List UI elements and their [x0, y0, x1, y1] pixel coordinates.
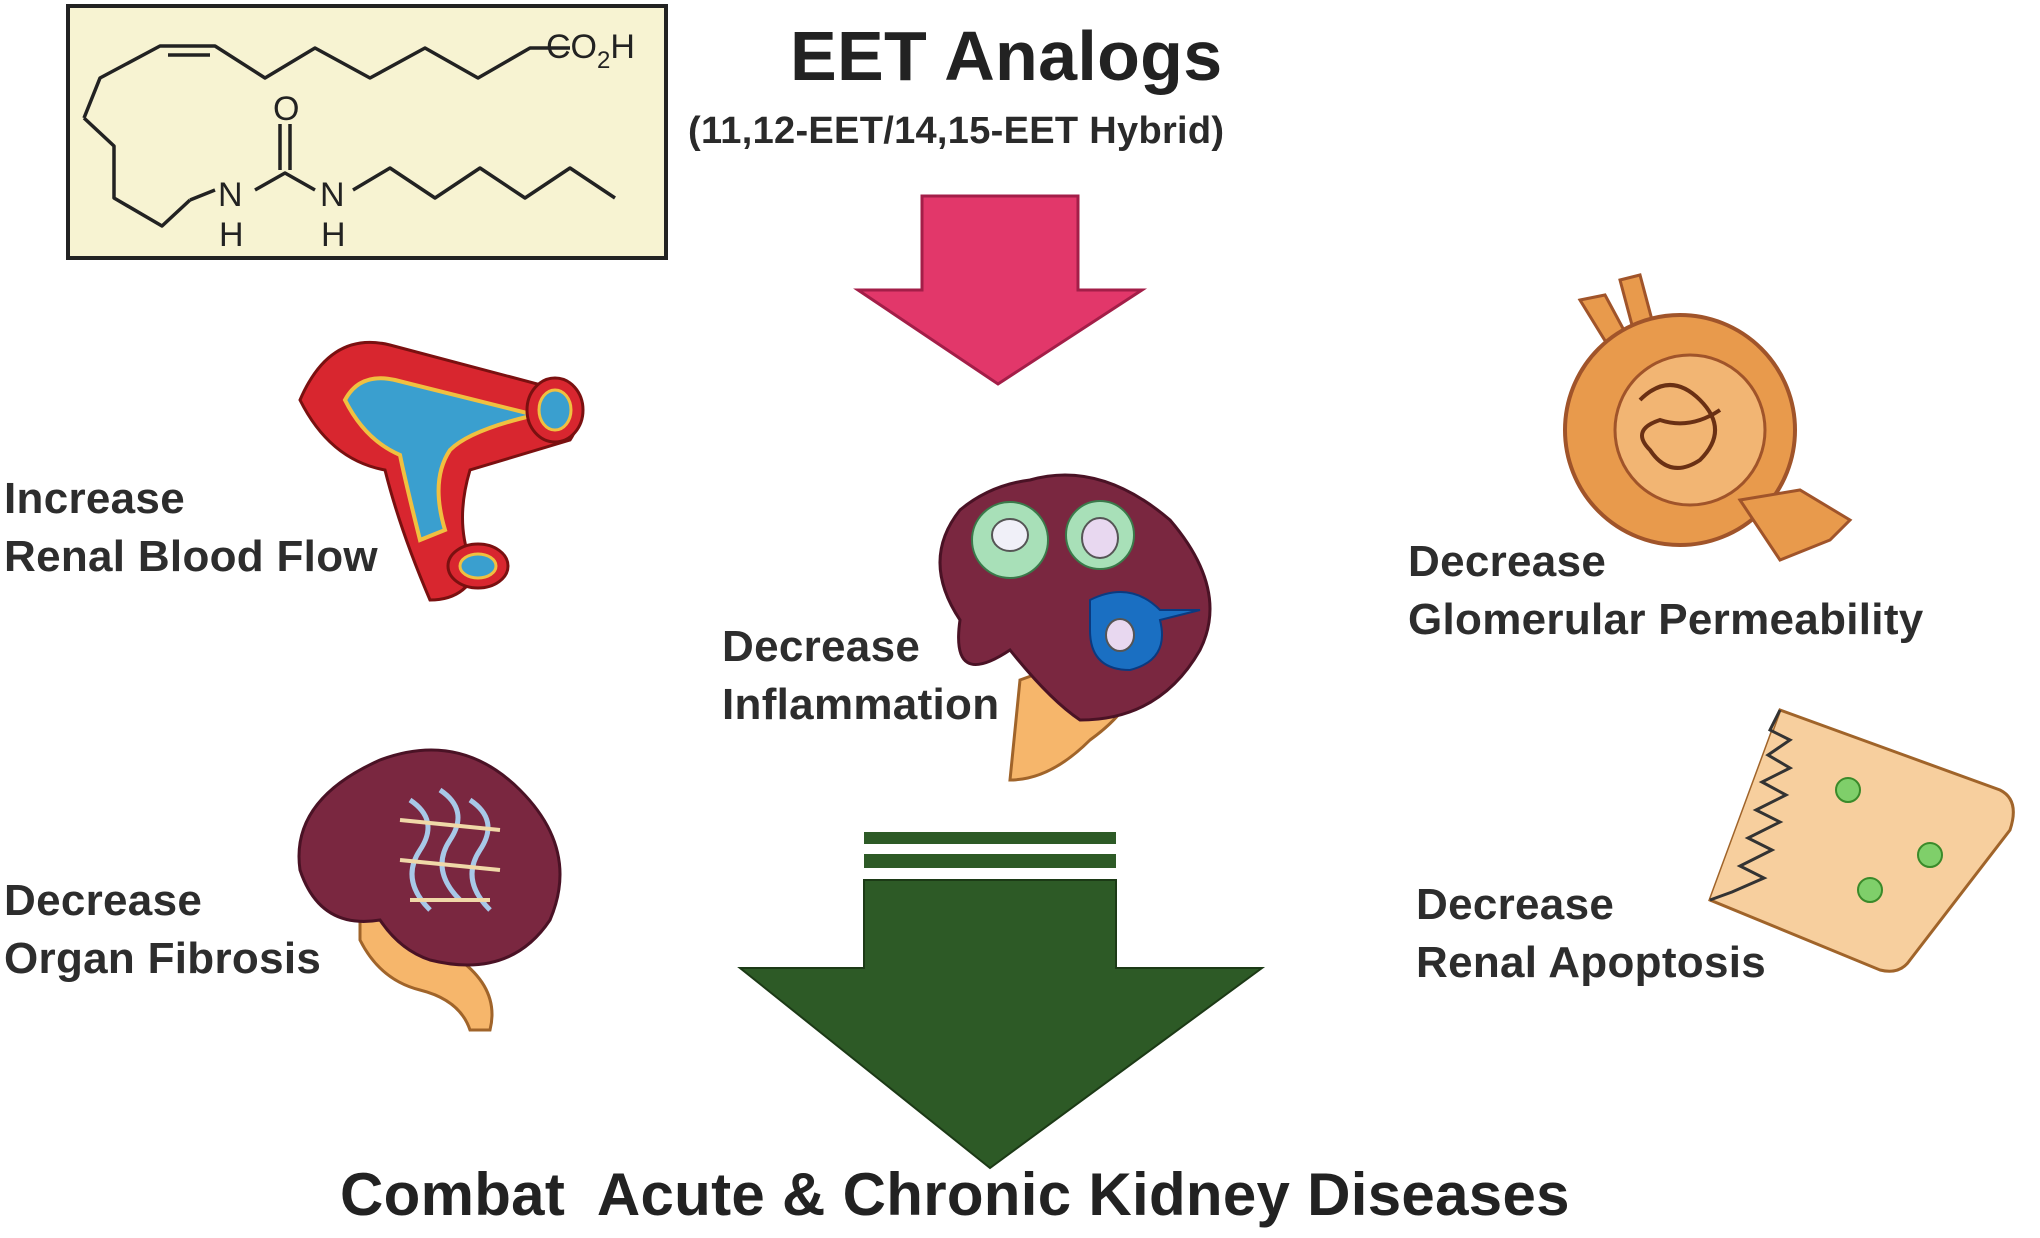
- chemical-structure-diagram: CO2H O N H N H: [82, 28, 635, 254]
- effect-apoptosis-verb: Decrease: [1416, 880, 1615, 929]
- apoptotic-cells: [1835, 777, 1943, 903]
- effect-inflammation-label: Decrease Inflammation: [722, 618, 999, 734]
- effect-glomerular-label: Decrease Glomerular Permeability: [1408, 533, 1924, 649]
- glomerulus-illustration: [1563, 273, 1853, 562]
- kidney-inflammation-illustration: [938, 473, 1212, 782]
- diagram-subtitle: (11,12-EET/14,15-EET Hybrid): [688, 110, 1225, 152]
- kidney-fibrosis-illustration: [297, 748, 562, 1032]
- effect-glomerular-target: Glomerular Permeability: [1408, 595, 1924, 644]
- conclusion-text: Combat Acute & Chronic Kidney Diseases: [340, 1161, 1570, 1228]
- green-down-arrow: [737, 832, 1266, 1170]
- effect-glomerular-verb: Decrease: [1408, 537, 1607, 586]
- nitrogen-label-1: N: [218, 176, 243, 214]
- carbonyl-oxygen-label: O: [273, 90, 299, 128]
- pink-down-arrow: [853, 194, 1148, 386]
- effect-blood-flow-label: Increase Renal Blood Flow: [4, 470, 378, 586]
- effect-inflammation-verb: Decrease: [722, 622, 921, 671]
- effect-blood-flow-target: Renal Blood Flow: [4, 532, 378, 581]
- nitrogen-label-2: N: [320, 176, 345, 214]
- carboxyl-group-label: CO2H: [546, 28, 635, 74]
- renal-tissue-apoptosis-illustration: [1708, 708, 2015, 973]
- hydrogen-label-1: H: [219, 216, 244, 254]
- effect-fibrosis-label: Decrease Organ Fibrosis: [4, 872, 321, 988]
- effect-apoptosis-label: Decrease Renal Apoptosis: [1416, 876, 1766, 992]
- diagram-title: EET Analogs: [790, 17, 1223, 95]
- effect-apoptosis-target: Renal Apoptosis: [1416, 938, 1767, 987]
- hydrogen-label-2: H: [321, 216, 346, 254]
- chemical-structure-box: CO2H O N H N H: [66, 4, 668, 260]
- effect-fibrosis-verb: Decrease: [4, 876, 203, 925]
- carbon-chain: [82, 44, 616, 228]
- effect-inflammation-target: Inflammation: [722, 680, 1000, 729]
- effect-blood-flow-verb: Increase: [4, 474, 185, 523]
- fibrosis-fibers: [408, 787, 492, 912]
- effect-fibrosis-target: Organ Fibrosis: [4, 934, 322, 983]
- blood-vessel-illustration: [298, 340, 585, 602]
